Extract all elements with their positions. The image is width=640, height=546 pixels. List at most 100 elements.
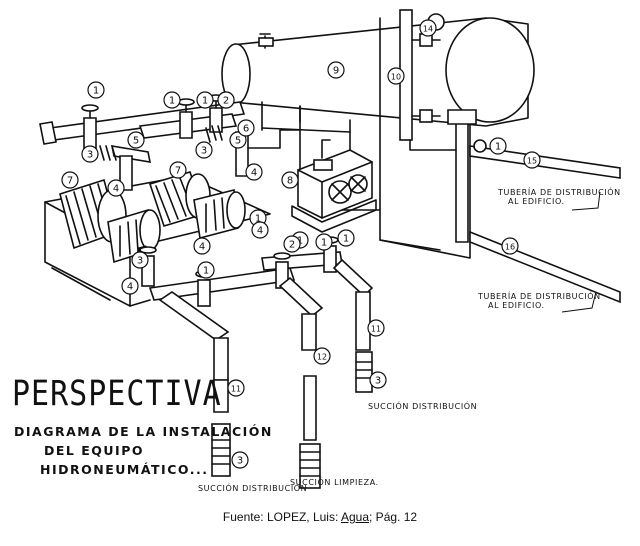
callout-4-17: 4 xyxy=(107,179,125,197)
title-line-1: DIAGRAMA DE LA INSTALACIÓN xyxy=(14,424,273,439)
callout-1-8: 1 xyxy=(315,233,333,251)
callout-circle xyxy=(107,179,125,197)
callout-number: 1 xyxy=(203,266,209,277)
callout-3-12: 3 xyxy=(81,145,99,163)
callout-circle xyxy=(337,229,355,247)
callout-circle xyxy=(327,61,345,79)
wall xyxy=(299,17,471,259)
callout-4-21: 4 xyxy=(121,277,139,295)
label-distribution-pipe-1-line2: AL EDIFICIO. xyxy=(508,197,565,206)
callout-number: 3 xyxy=(201,146,207,157)
callout-number: 5 xyxy=(235,136,241,147)
callout-1-4: 1 xyxy=(337,229,355,247)
callout-1-5: 1 xyxy=(197,261,215,279)
callout-circle xyxy=(419,19,437,37)
callout-number: 7 xyxy=(175,166,181,177)
callout-number: 1 xyxy=(169,96,175,107)
callout-number: 1 xyxy=(202,96,208,107)
callout-circle xyxy=(251,221,269,239)
caption-prefix: Fuente: LOPEZ, Luis: xyxy=(222,510,341,524)
callout-8-27: 8 xyxy=(281,171,299,189)
callout-number: 11 xyxy=(371,325,381,334)
callout-number: 8 xyxy=(287,176,293,187)
callout-number: 4 xyxy=(127,282,133,293)
callout-number: 9 xyxy=(333,66,339,77)
callout-number: 1 xyxy=(93,86,99,97)
title-line-2: DEL EQUIPO xyxy=(44,443,144,458)
callout-10-29: 10 xyxy=(387,67,405,85)
callout-1-0: 1 xyxy=(87,81,105,99)
callout-circle xyxy=(367,319,385,337)
callout-2-11: 2 xyxy=(283,235,301,253)
label-distribution-pipe-1: TUBERÍA DE DISTRIBUCIÓN AL EDIFICIO. xyxy=(498,188,621,206)
label-arrows xyxy=(561,191,601,313)
callout-circle xyxy=(387,67,405,85)
callout-7-26: 7 xyxy=(169,161,187,179)
callout-circle xyxy=(315,233,333,251)
callout-circle xyxy=(281,171,299,189)
callout-number: 4 xyxy=(257,226,263,237)
callout-number: 14 xyxy=(423,25,433,34)
callout-circle xyxy=(197,261,215,279)
callout-number: 2 xyxy=(223,96,229,107)
callout-number: 11 xyxy=(231,385,241,394)
callout-11-31: 11 xyxy=(227,379,245,397)
suction-piping xyxy=(139,236,374,489)
callout-number: 4 xyxy=(199,242,205,253)
callout-circle xyxy=(193,237,211,255)
callout-circle xyxy=(127,131,145,149)
callout-15-34: 15 xyxy=(523,151,541,169)
label-distribution-pipe-2-line2: AL EDIFICIO. xyxy=(488,301,545,310)
callout-number: 3 xyxy=(87,150,93,161)
label-suction-cleaning: SUCCIÓN LIMPIEZA. xyxy=(290,478,379,487)
callout-number: 12 xyxy=(317,353,327,362)
callout-circle xyxy=(489,137,507,155)
label-distribution-pipe-2-line1: TUBERÍA DE DISTRIBUCIÓN xyxy=(478,292,601,301)
callout-circle xyxy=(163,91,181,109)
callout-circle xyxy=(283,235,301,253)
callout-circle xyxy=(237,119,255,137)
callout-number: 3 xyxy=(375,376,381,387)
callout-layer: 1111111111223333344444556778910111112141… xyxy=(61,19,541,469)
callout-9-28: 9 xyxy=(327,61,345,79)
callout-number: 3 xyxy=(137,256,143,267)
callout-4-20: 4 xyxy=(193,237,211,255)
callout-number: 1 xyxy=(255,214,261,225)
title-line-3: HIDRONEUMÁTICO... xyxy=(40,462,209,477)
source-caption: Fuente: LOPEZ, Luis: Agua; Pág. 12 xyxy=(0,510,640,524)
callout-number: 7 xyxy=(67,176,73,187)
callout-number: 1 xyxy=(495,142,501,153)
callout-number: 5 xyxy=(133,136,139,147)
pump-2 xyxy=(148,171,246,239)
callout-3-13: 3 xyxy=(131,251,149,269)
title-perspectiva: PERSPECTIVA xyxy=(12,374,222,415)
callout-circle xyxy=(229,131,247,149)
callout-number: 16 xyxy=(505,243,515,252)
callout-circle xyxy=(121,277,139,295)
callout-1-9: 1 xyxy=(489,137,507,155)
callout-circle xyxy=(227,379,245,397)
label-distribution-pipe-1-line1: TUBERÍA DE DISTRIBUCIÓN xyxy=(498,188,621,197)
callout-3-14: 3 xyxy=(195,141,213,159)
label-suction-distribution-1: SUCCIÓN DISTRIBUCIÓN xyxy=(368,402,478,411)
callout-number: 4 xyxy=(251,168,257,179)
callout-number: 2 xyxy=(289,240,295,251)
callout-number: 15 xyxy=(527,157,537,166)
callout-circle xyxy=(195,141,213,159)
tank-top-valve xyxy=(258,33,274,49)
callout-circle xyxy=(169,161,187,179)
callout-12-32: 12 xyxy=(313,347,331,365)
callout-number: 1 xyxy=(321,238,327,249)
pressure-tank xyxy=(221,17,535,133)
distribution-pipes xyxy=(409,109,621,304)
callout-4-18: 4 xyxy=(245,163,263,181)
callout-number: 1 xyxy=(343,234,349,245)
callout-number: 10 xyxy=(391,73,401,82)
callout-5-22: 5 xyxy=(127,131,145,149)
callout-circle xyxy=(196,91,214,109)
callout-2-10: 2 xyxy=(217,91,235,109)
callout-circle xyxy=(61,171,79,189)
callout-circle xyxy=(231,451,249,469)
